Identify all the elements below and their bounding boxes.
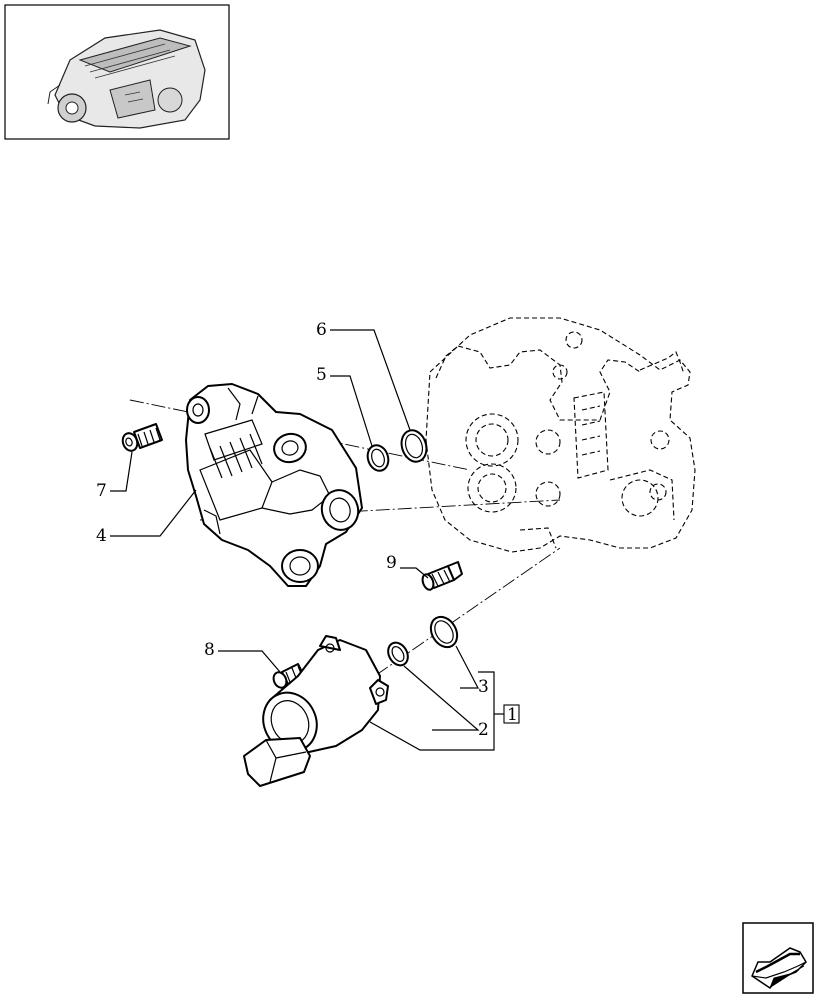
o-ring-5[interactable] (364, 443, 391, 474)
bolt-8[interactable] (271, 663, 305, 690)
leader-lines (110, 329, 504, 751)
sensor-9[interactable] (421, 561, 463, 591)
callout-3: 3 (478, 677, 489, 697)
o-ring-6[interactable] (398, 427, 431, 465)
callout-2: 2 (478, 720, 489, 740)
bolt-7[interactable] (120, 423, 163, 453)
o-ring-3[interactable] (426, 612, 463, 652)
o-ring-2[interactable] (384, 639, 412, 669)
pump-body-outline (425, 317, 696, 553)
callout-9: 9 (386, 553, 397, 573)
nav-back-button[interactable] (742, 922, 814, 994)
assembly-box-1: 1 (503, 704, 520, 725)
callout-5: 5 (316, 365, 327, 385)
pressure-regulator-valve[interactable] (243, 635, 389, 787)
engine-icon (47, 29, 206, 129)
callout-4: 4 (96, 526, 107, 546)
callout-6: 6 (316, 320, 327, 340)
arrow-left-icon (751, 947, 807, 990)
pump-head-4[interactable] (185, 383, 363, 587)
callout-7: 7 (96, 481, 107, 501)
engine-thumbnail[interactable] (4, 4, 230, 140)
assembly-box-label: 1 (507, 705, 518, 725)
callout-8: 8 (204, 640, 215, 660)
